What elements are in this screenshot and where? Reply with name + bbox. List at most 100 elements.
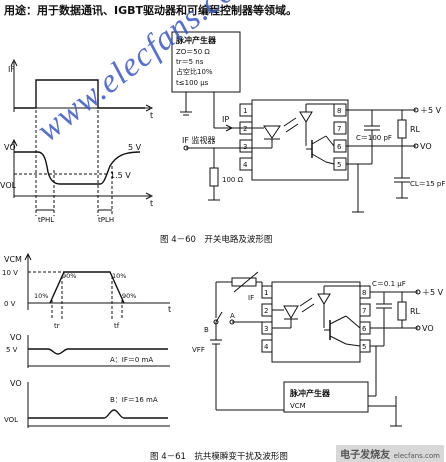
five-v-label-a: 5 V <box>6 346 18 354</box>
chip61-pin-6-label: 6 <box>362 325 367 333</box>
vcm-label: VCM <box>4 255 22 264</box>
vcm-axis-arrow <box>24 252 32 261</box>
chip61-pin-1 <box>261 285 273 299</box>
c61-label: C＝0.1 μF <box>372 280 406 288</box>
rl61-resistor <box>397 301 407 321</box>
pulse-box-line-2: tr＝5 ns <box>176 58 204 66</box>
chip-pin-7 <box>333 121 347 135</box>
if-label: IF <box>8 65 15 74</box>
corner-logo-small: elecfans.com <box>393 452 440 460</box>
pulse-box-61-title: 脉冲产生器 <box>289 388 331 398</box>
b-label: B <box>204 326 209 334</box>
ip-label: IP <box>222 115 229 124</box>
optocoupler-chip-61 <box>271 281 361 363</box>
if-monitor-label: IF 监视器 <box>182 135 216 145</box>
vo-a-waveform <box>28 348 168 355</box>
rl61-label: RL <box>410 307 421 316</box>
pin-3-label: 3 <box>243 143 247 151</box>
photodiode-icon-61 <box>317 293 331 305</box>
tr-label: tr <box>54 322 60 330</box>
if-pulse <box>14 79 145 109</box>
pct90b: 90% <box>122 292 136 300</box>
chip61-pin-7 <box>359 303 371 317</box>
photodiode-icon <box>299 111 313 123</box>
pin-1-label: 1 <box>243 107 247 115</box>
vo-axis-x-arrow <box>145 192 154 200</box>
chip-pin-1 <box>239 103 253 117</box>
c-label: C＝100 pF <box>356 134 392 142</box>
light-arrow-icon-61 <box>301 303 315 313</box>
transistor-icon <box>311 153 327 163</box>
vo-terminal <box>413 143 419 149</box>
chip-pin-3 <box>239 139 253 153</box>
fig61-waveforms: VCM 10 V 0 V 90% 10% 10% 90% tr tf t VO … <box>2 252 171 428</box>
tphl-label: tPHL <box>38 216 54 224</box>
chip61-pin-8-label: 8 <box>362 289 366 297</box>
intro-text: 用途：用于数据通讯、IGBT驱动器和可编程控制器等领域。 <box>4 4 298 17</box>
vo-t-label: t <box>150 199 153 208</box>
chip61-pin-2-label: 2 <box>264 307 268 315</box>
pin-4-label: 4 <box>243 161 248 169</box>
transistor61-wire <box>345 315 361 329</box>
pct90a: 90% <box>62 272 76 280</box>
vo-out-label: VO <box>420 142 432 151</box>
corner-logo: 电子发烧友 elecfans.com <box>336 445 444 462</box>
case-b-label: B：IF＝16 mA <box>110 396 158 404</box>
vff-label: VFF <box>192 346 205 354</box>
chip61-pin-4-label: 4 <box>264 343 269 351</box>
monitor-resistor-label: 100 Ω <box>222 176 244 184</box>
pulse-generator-box-61 <box>283 381 369 413</box>
if-axis-x-arrow <box>145 104 154 112</box>
variable-resistor-arrow <box>233 271 259 293</box>
pin-6-label: 6 <box>337 143 342 151</box>
switch-blade <box>215 311 223 323</box>
vcm-pulse <box>49 271 125 304</box>
pin-7-label: 7 <box>337 125 341 133</box>
vo61-terminal <box>415 325 421 331</box>
vo-a-label: VO <box>10 333 22 342</box>
vo-label: VO <box>4 143 16 152</box>
led-diode-icon-61 <box>283 305 299 319</box>
zero-v-label: 0 V <box>4 300 16 308</box>
vcm-box-label: VCM <box>290 402 306 410</box>
pin-5-label: 5 <box>337 161 341 169</box>
pin-8-label: 8 <box>337 107 341 115</box>
if-axis-arrow <box>10 58 18 67</box>
pulse-box-title: 脉冲产生器 <box>175 35 217 45</box>
chip-pin-4 <box>239 157 253 171</box>
rl-label: RL <box>410 125 421 134</box>
vol-label: VOL <box>0 181 17 190</box>
vo-axis-arrow <box>10 138 18 147</box>
vo-waveform <box>14 151 141 185</box>
chip61-pin-1-label: 1 <box>264 289 268 297</box>
pct10a: 10% <box>112 272 126 280</box>
pct10b: 10% <box>34 292 48 300</box>
chip61-pin-7-label: 7 <box>362 307 366 315</box>
light-arrow-icon <box>285 123 299 133</box>
ten-v-label: 10 V <box>2 269 18 277</box>
vol-b-label: VOL <box>4 416 18 424</box>
vplus-label: ＋5 V <box>420 106 442 115</box>
case-a-label: A：IF＝0 mA <box>110 356 153 364</box>
t-label: t <box>168 305 171 314</box>
fig61-circuit: A B VFF IF 1 2 3 4 8 7 6 5 <box>192 271 444 427</box>
pulse-box-line-3: 占空比10% <box>176 67 213 76</box>
fig60-caption: 图 4－60 开关电路及波形图 <box>160 235 273 245</box>
pin-2-label: 2 <box>243 125 247 133</box>
vplus61-terminal <box>415 289 421 295</box>
vplus61-label: ＋5 V <box>422 288 444 297</box>
pulse-box-line-1: ZO＝50 Ω <box>176 48 210 56</box>
transistor61-wire <box>345 343 361 347</box>
five-v-label: 5 V <box>128 143 142 152</box>
transistor-icon-61 <box>329 315 347 325</box>
tf-label: tf <box>114 322 120 330</box>
vo-b-label: VO <box>10 379 22 388</box>
chip61-pin-5-label: 5 <box>362 343 366 351</box>
light-arrow-icon-61 <box>299 297 313 307</box>
monitor-resistor <box>209 167 219 187</box>
pulse-box-line-4: t≤100 μs <box>176 79 209 87</box>
corner-logo-text: 电子发烧友 <box>340 450 391 461</box>
variable-resistor <box>231 277 257 287</box>
vplus-terminal <box>413 107 419 113</box>
